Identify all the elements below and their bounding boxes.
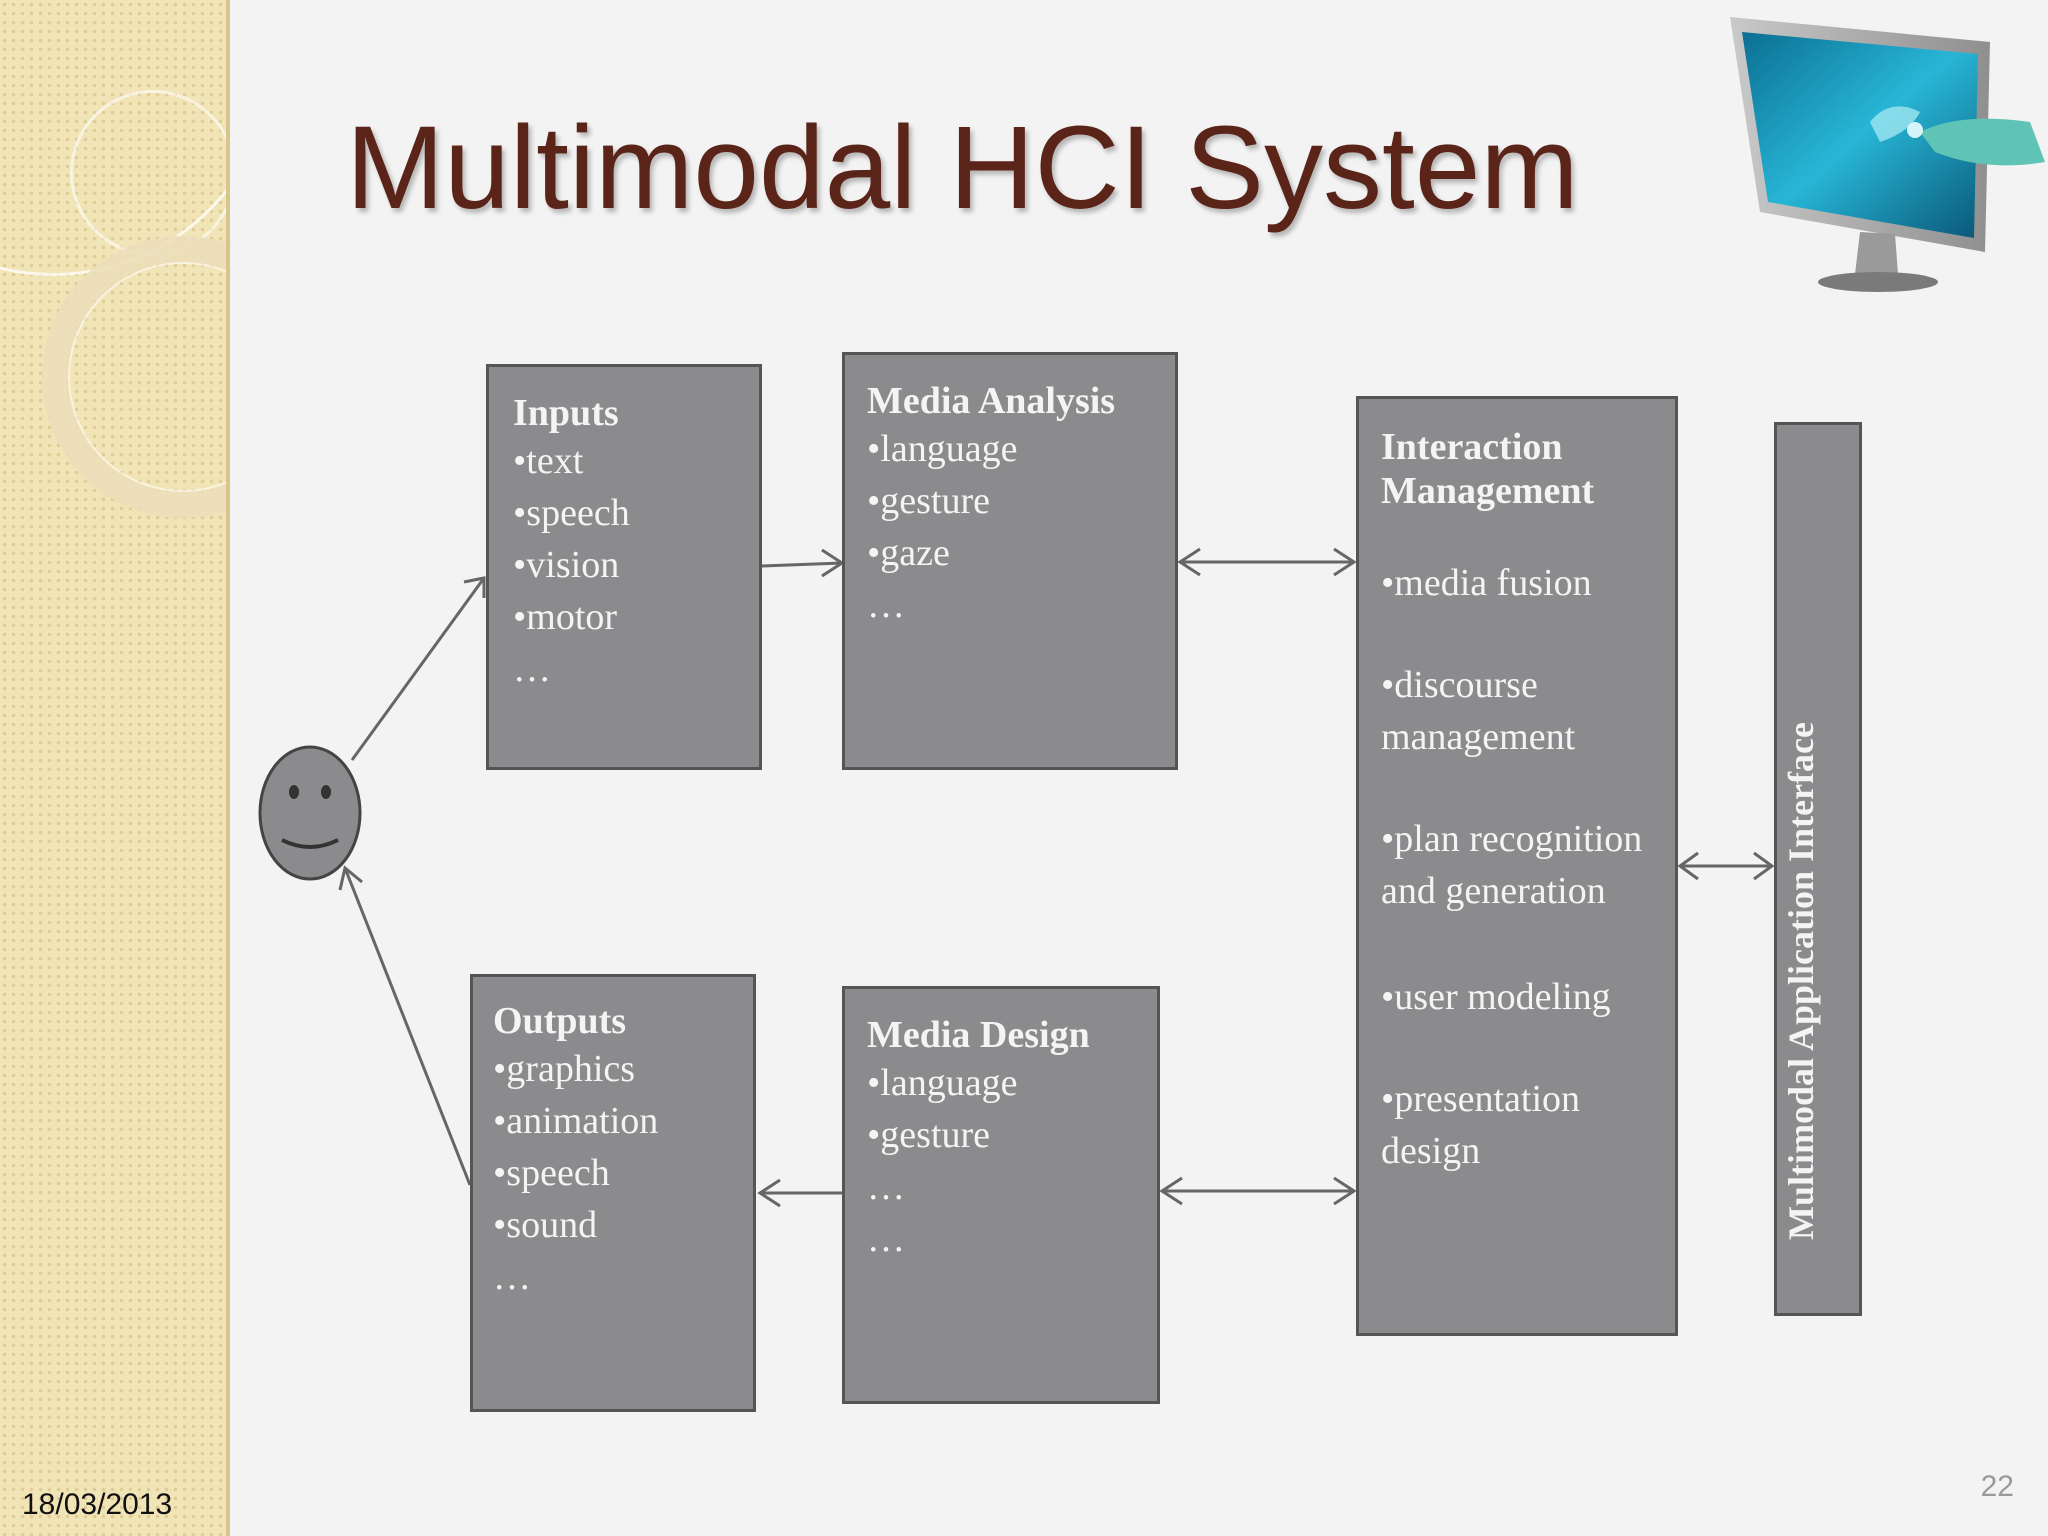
media-design-item: •language	[867, 1062, 1018, 1104]
decorative-side-strip	[0, 0, 230, 1536]
media-analysis-item: •language	[867, 428, 1018, 470]
media-analysis-box: Media Analysis •language •gesture •gaze …	[842, 352, 1178, 770]
interaction-management-item: and generation	[1381, 870, 1606, 912]
application-interface-bar	[1774, 422, 1862, 1316]
outputs-title: Outputs	[493, 1000, 627, 1042]
outputs-box: Outputs •graphics •animation •speech •so…	[470, 974, 756, 1412]
media-design-item: •gesture	[867, 1114, 991, 1156]
slide-title: Multimodal HCI System	[346, 102, 1579, 234]
outputs-item: •animation	[493, 1100, 659, 1142]
interaction-management-title: Management	[1381, 470, 1595, 512]
inputs-item: •vision	[513, 544, 620, 586]
outputs-item: •speech	[493, 1152, 610, 1194]
media-design-item: …	[867, 1218, 905, 1260]
interaction-management-item: •media fusion	[1381, 562, 1592, 604]
application-interface-label: Multimodal Application Interface	[1781, 722, 1821, 1240]
interaction-management-item: management	[1381, 716, 1576, 758]
interaction-management-title: Interaction	[1381, 426, 1563, 468]
media-design-title: Media Design	[867, 1014, 1090, 1056]
slide-date: 18/03/2013	[22, 1488, 173, 1521]
inputs-title: Inputs	[513, 392, 619, 434]
interaction-management-item: •user modeling	[1381, 976, 1611, 1018]
outputs-item: …	[493, 1256, 531, 1298]
interaction-management-box: Interaction Management •media fusion •di…	[1356, 396, 1678, 1336]
interaction-management-item: •presentation	[1381, 1078, 1581, 1120]
inputs-box: Inputs •text •speech •vision •motor …	[486, 364, 762, 770]
inputs-item: •motor	[513, 596, 618, 638]
media-design-box: Media Design •language •gesture … …	[842, 986, 1160, 1404]
touchscreen-monitor-icon	[1730, 17, 2045, 292]
interaction-management-item: •discourse	[1381, 664, 1538, 706]
inputs-item: •text	[513, 440, 584, 482]
smiley-face-icon	[258, 745, 362, 881]
media-analysis-item: •gesture	[867, 480, 991, 522]
inputs-item: •speech	[513, 492, 630, 534]
interaction-management-item: design	[1381, 1130, 1481, 1172]
interaction-management-item: •plan recognition	[1381, 818, 1643, 860]
media-analysis-item: …	[867, 584, 905, 626]
slide-page-number: 22	[1980, 1470, 2014, 1503]
media-design-item: …	[867, 1166, 905, 1208]
outputs-item: •graphics	[493, 1048, 636, 1090]
inputs-item: …	[513, 648, 551, 690]
media-analysis-title: Media Analysis	[867, 380, 1116, 422]
media-analysis-item: •gaze	[867, 532, 950, 574]
outputs-item: •sound	[493, 1204, 598, 1246]
